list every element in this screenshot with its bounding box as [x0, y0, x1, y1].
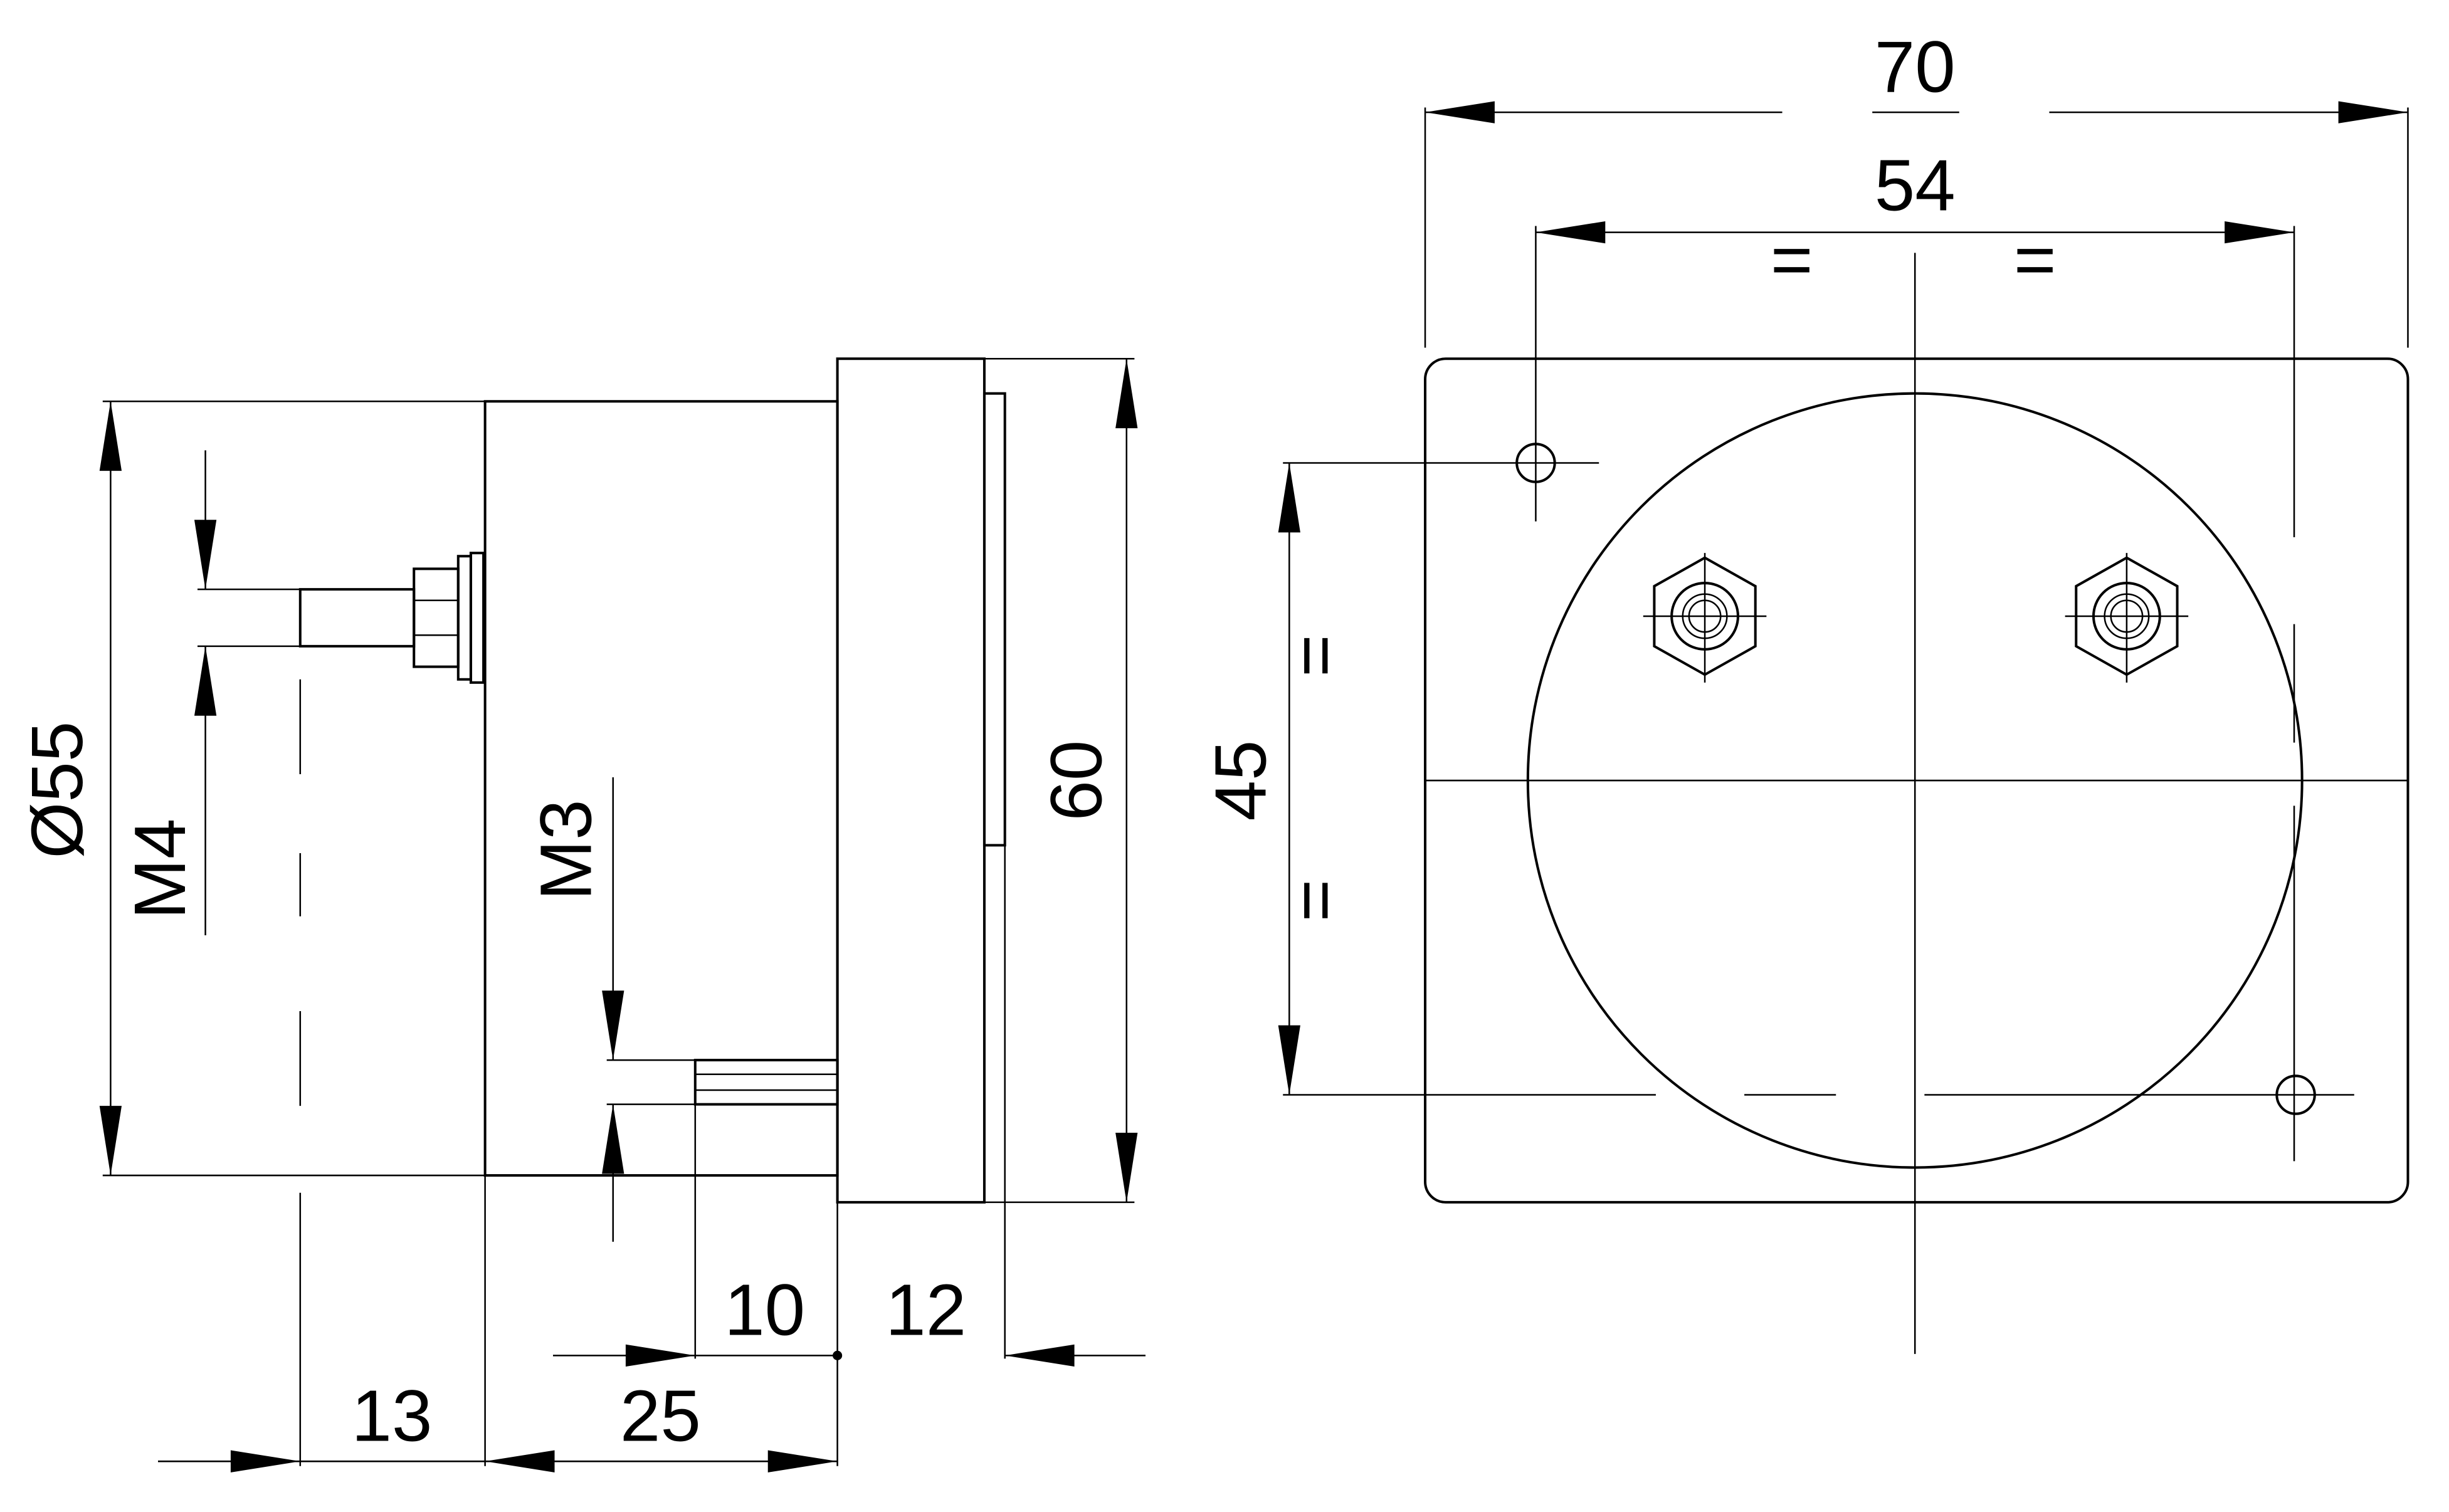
equal-mark: =	[1771, 219, 1813, 300]
equal-mark: =	[1274, 634, 1356, 677]
dim-10-label: 10	[724, 1269, 805, 1351]
diameter-label: Ø55	[16, 722, 98, 859]
front-plate	[982, 392, 1006, 847]
hole-spacing-label: 54	[1875, 144, 1956, 226]
front-flange	[836, 357, 986, 1204]
dim-25-label: 25	[620, 1375, 701, 1456]
equal-mark: =	[1274, 879, 1356, 922]
m4-terminal-stud	[298, 552, 485, 684]
width-label: 70	[1875, 26, 1956, 107]
front-view: 70 54 = = 45 = =	[1200, 26, 2410, 1354]
terminal-nut	[2065, 553, 2189, 683]
m3-stud	[693, 1059, 839, 1106]
equal-mark: =	[2014, 219, 2057, 300]
vertical-spacing-label: 45	[1200, 740, 1282, 821]
m4-label: M4	[119, 819, 201, 920]
dim-13-label: 13	[351, 1375, 432, 1456]
side-view: Ø55 M4 M3 60 13 25	[16, 357, 1146, 1473]
height-label: 60	[1035, 740, 1117, 821]
m3-label: M3	[525, 799, 606, 900]
terminal-nut	[1643, 553, 1767, 683]
dim-12-label: 12	[885, 1269, 966, 1351]
